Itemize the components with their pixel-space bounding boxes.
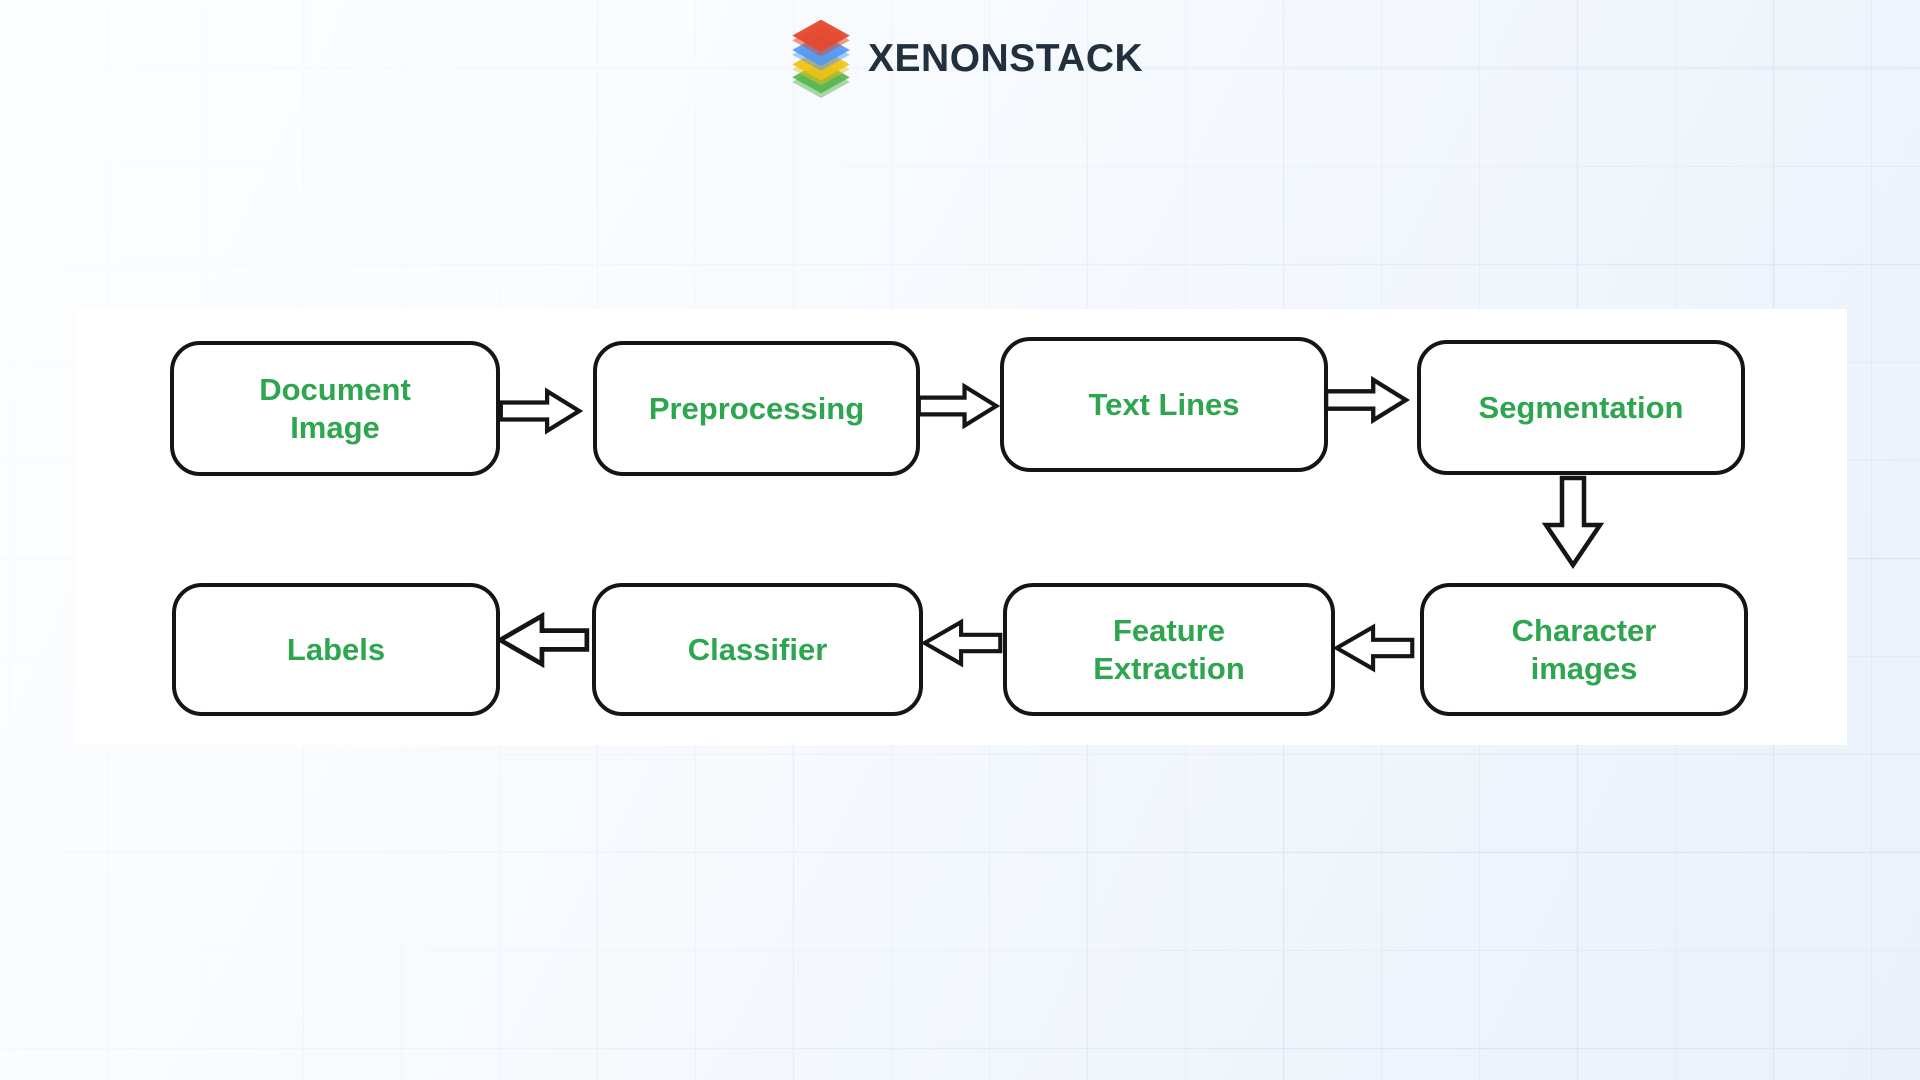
flowchart-panel: Document Image Preprocessing Text Lines … (75, 309, 1847, 745)
flow-node-label: Feature Extraction (1093, 612, 1245, 686)
flow-arrow-right-icon (916, 382, 1000, 430)
flow-node-document-image: Document Image (170, 341, 500, 476)
brand-logo[interactable]: XENONSTACK (784, 18, 1143, 98)
flow-node-segmentation: Segmentation (1417, 340, 1745, 475)
flow-arrow-left-icon (1333, 623, 1415, 673)
flow-node-label: Segmentation (1478, 389, 1684, 425)
flow-arrow-right-icon (498, 387, 583, 435)
flow-arrow-down-icon (1541, 475, 1605, 569)
flow-node-label: Preprocessing (648, 390, 865, 426)
flow-arrow-left-icon (921, 618, 1003, 668)
flow-node-label: Text Lines (1088, 386, 1240, 422)
brand-name: XENONSTACK (868, 36, 1144, 80)
flow-node-label: Labels (286, 631, 386, 667)
logo-layer-red (792, 19, 850, 52)
flow-arrow-right-icon (1323, 375, 1411, 425)
flow-node-label: Character images (1511, 612, 1657, 686)
flow-arrow-left-icon (496, 611, 590, 669)
flow-node-label: Classifier (687, 631, 828, 667)
flow-node-character-images: Character images (1420, 583, 1748, 716)
flow-node-label: Document Image (259, 371, 411, 445)
flow-node-labels: Labels (172, 583, 500, 716)
flow-node-classifier: Classifier (592, 583, 923, 716)
xenonstack-layers-icon (792, 19, 850, 98)
flow-node-feature-extraction: Feature Extraction (1003, 583, 1335, 716)
flow-node-text-lines: Text Lines (1000, 337, 1328, 472)
flow-node-preprocessing: Preprocessing (593, 341, 920, 476)
